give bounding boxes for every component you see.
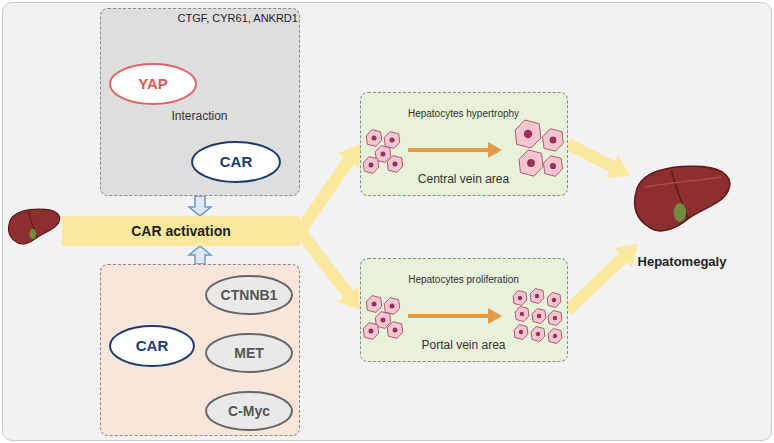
- cell: [513, 291, 527, 306]
- nucleus: [390, 138, 395, 143]
- node-label: Central vein area: [418, 173, 509, 187]
- cell: [515, 307, 529, 322]
- liver-figure: Hepatomegaly: [622, 160, 742, 278]
- nucleus: [553, 316, 557, 320]
- nucleus: [550, 137, 557, 144]
- cell: [544, 156, 563, 177]
- node-label: C-Myc: [228, 403, 270, 419]
- connector-arrow: [568, 244, 638, 310]
- nucleus: [527, 159, 535, 167]
- node-label: Hepatocytes proliferation: [408, 274, 519, 286]
- nucleus: [369, 329, 374, 334]
- nucleus: [536, 332, 540, 336]
- gene-ellipse: CTNNB1: [205, 275, 293, 315]
- activation-band: CAR activation: [62, 216, 300, 246]
- cell: [363, 323, 378, 340]
- nucleus: [524, 130, 532, 138]
- node-label: CTGF, CYR61, ANKRD1: [178, 12, 298, 25]
- orange-arrow: [408, 142, 502, 324]
- node-label: YAP: [138, 75, 167, 92]
- nucleus: [393, 328, 398, 333]
- nucleus: [518, 296, 522, 300]
- connector-arrow: [189, 246, 211, 264]
- nucleus: [535, 294, 539, 298]
- protein-ellipse: CAR: [191, 141, 281, 183]
- nucleus: [553, 334, 557, 338]
- cell: [530, 289, 544, 304]
- cell: [515, 120, 541, 148]
- cell: [532, 309, 546, 324]
- cell: [548, 329, 562, 344]
- connector-arrow: [189, 196, 211, 216]
- cell: [384, 132, 399, 149]
- cell: [366, 130, 381, 147]
- cell: [543, 129, 564, 151]
- node-label: CAR: [136, 337, 169, 354]
- node-label: CAR activation: [131, 223, 231, 239]
- protein-ellipse: YAP: [109, 63, 197, 105]
- cell: [384, 298, 399, 315]
- cell: [366, 296, 381, 313]
- nucleus: [552, 298, 556, 302]
- node-label: MET: [234, 345, 264, 361]
- node-label: Portal vein area: [421, 339, 505, 353]
- nucleus: [520, 312, 524, 316]
- cell: [547, 293, 561, 308]
- nucleus: [393, 162, 398, 167]
- nucleus: [369, 163, 374, 168]
- node-label: CAR: [220, 153, 253, 170]
- cell: [363, 157, 378, 174]
- nucleus: [372, 136, 377, 141]
- nucleus: [537, 314, 541, 318]
- cell: [387, 322, 402, 339]
- node-label: Hepatomegaly: [638, 255, 727, 270]
- gene-ellipse: C-Myc: [205, 391, 293, 431]
- nucleus: [381, 152, 386, 157]
- cell: [387, 156, 402, 173]
- node-label: Interaction: [171, 110, 227, 124]
- cell: [514, 325, 528, 340]
- connector-arrow: [296, 226, 360, 310]
- cell: [531, 327, 545, 342]
- node-label: CTNNB1: [221, 287, 278, 303]
- small-liver-icon: [9, 209, 60, 244]
- nucleus: [372, 302, 377, 307]
- nucleus: [390, 304, 395, 309]
- cell: [548, 311, 562, 326]
- protein-ellipse: CAR: [109, 325, 195, 367]
- nucleus: [381, 318, 386, 323]
- nucleus: [550, 163, 556, 169]
- nucleus: [519, 330, 523, 334]
- dashed-group-box: CAR CTNNB1MET C-Myc: [100, 264, 300, 436]
- hepatocyte-cells: [363, 120, 563, 344]
- dashed-group-box: CTGF, CYR61, ANKRD1Interaction YAP CAR: [100, 8, 300, 196]
- connector-arrow: [568, 144, 630, 178]
- liver-icon: [630, 160, 734, 244]
- gene-ellipse: MET: [205, 333, 293, 373]
- connector-arrow: [297, 144, 360, 236]
- node-label: Hepatocytes hypertrophy: [408, 108, 519, 120]
- cell: [519, 150, 543, 176]
